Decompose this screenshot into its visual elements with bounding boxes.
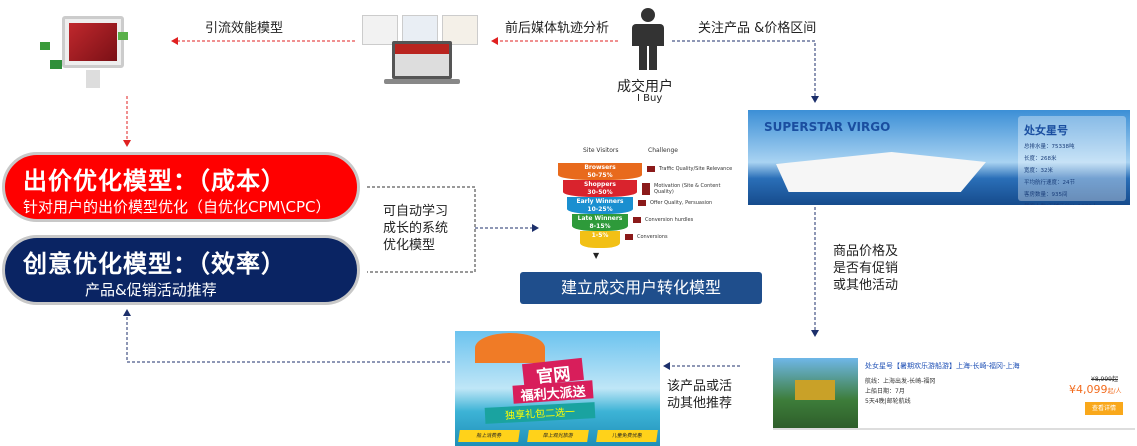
- price-promo-text: 商品价格及 是否有促销 或其他活动: [833, 243, 898, 294]
- bid-model-subtitle: 针对用户的出价模型优化（自优化CPM\CPC）: [23, 198, 331, 216]
- ship-name: 处女星号: [1024, 124, 1068, 137]
- focus-label: 关注产品 &价格区间: [698, 21, 817, 36]
- stage-pct: 10-25%: [587, 206, 613, 213]
- product-listing: 处女星号【暑期欢乐游船游】上海-长崎-福冈-上海 航线：上海出发-长崎-福冈 上…: [773, 358, 1135, 430]
- creative-optimization-model: 创意优化模型：（效率） 产品&促销活动推荐: [2, 235, 360, 305]
- conversion-model-label: 建立成交用户转化模型: [520, 272, 762, 304]
- user-en-label: I Buy: [637, 93, 663, 104]
- text-line: 成长的系统: [383, 221, 449, 236]
- price-value: ¥4,099: [1069, 383, 1108, 396]
- product-thumbnail: [773, 358, 858, 428]
- creative-model-title: 创意优化模型：（效率）: [23, 250, 286, 278]
- stage-name: Late Winners: [577, 215, 623, 222]
- funnel-stage: 1-5%: [580, 231, 620, 248]
- ship-brand: SUPERSTAR VIRGO: [764, 120, 891, 134]
- ship-spec: 总排水量：75338吨: [1024, 144, 1075, 150]
- product-line: 航线：上海出发-长崎-福冈: [865, 378, 936, 385]
- stage-pct: 50-75%: [587, 172, 613, 179]
- auto-learn-text: 可自动学习 成长的系统 优化模型: [383, 203, 448, 254]
- text-line: 动其他推荐: [667, 396, 733, 411]
- media-screenshots-image: [362, 15, 480, 85]
- bid-optimization-model: 出价优化模型：（成本） 针对用户的出价模型优化（自优化CPM\CPC）: [2, 152, 360, 222]
- stage-name: Browsers: [584, 164, 616, 171]
- stage-name: 1-5%: [591, 232, 609, 239]
- view-details-button[interactable]: 查看详情: [1085, 402, 1123, 415]
- stage-pct: 8-15%: [589, 223, 611, 230]
- funnel-note: Motivation (Site & Content Quality): [642, 183, 732, 195]
- product-line: 上船日期：7月: [865, 388, 905, 395]
- funnel-note: Traffic Quality/Site Relevance: [647, 166, 737, 172]
- text-line: 可自动学习: [383, 204, 449, 219]
- stage-name: Early Winners: [576, 198, 624, 205]
- stage-pct: 30-50%: [587, 189, 613, 196]
- funnel-note: Offer Quality, Persuasion: [638, 200, 728, 206]
- ship-spec: 平均航行速度：24节: [1024, 180, 1075, 186]
- traffic-model-label: 引流效能模型: [205, 21, 284, 36]
- user-person-icon: [630, 8, 666, 72]
- price-unit: 起/人: [1107, 388, 1122, 395]
- funnel-top-left: Site Visitors: [583, 147, 619, 154]
- monitor-image: [40, 12, 130, 94]
- ship-banner-image: SUPERSTAR VIRGO 处女星号 总排水量：75338吨长度：268米宽…: [748, 110, 1130, 205]
- promo-sub: 独享礼包二选一: [484, 402, 596, 424]
- user-label: 成交用户: [617, 79, 673, 95]
- funnel-note: Conversions: [625, 234, 715, 240]
- stage-name: Shoppers: [584, 181, 616, 188]
- ship-spec: 载客人数(下铺床位)：1870人: [1024, 202, 1120, 205]
- product-title[interactable]: 处女星号【暑期欢乐游船游】上海-长崎-福冈-上海: [865, 362, 1020, 370]
- ship-spec: 宽度：32米: [1024, 168, 1053, 174]
- old-price: ¥8,999起: [1091, 376, 1118, 383]
- promo-banner-image: 官网 福利大派送 独享礼包二选一 船上消费券岸上观光旅游儿童免费优惠: [455, 331, 660, 446]
- funnel-note: Conversion hurdles: [633, 217, 723, 223]
- creative-model-subtitle: 产品&促销活动推荐: [85, 281, 217, 299]
- ship-spec: 客房数量：935间: [1024, 192, 1068, 198]
- text-line: 商品价格及: [833, 244, 899, 259]
- text-line: 是否有促销: [833, 261, 899, 276]
- other-rec-text: 该产品或活 动其他推荐: [667, 378, 732, 412]
- text-line: 或其他活动: [833, 278, 899, 293]
- text-line: 优化模型: [383, 238, 436, 253]
- funnel-top-right: Challenge: [648, 147, 678, 154]
- ship-spec: 长度：268米: [1024, 156, 1057, 162]
- promo-button[interactable]: 船上消费券: [458, 430, 520, 442]
- bid-model-title: 出价优化模型：（成本）: [23, 167, 286, 195]
- product-line: 5天4晚|邮轮航线: [865, 398, 911, 405]
- ship-specs: 总排水量：75338吨长度：268米宽度：32米平均航行速度：24节客房数量：9…: [1024, 142, 1120, 205]
- price: ¥4,099起/人: [1069, 383, 1122, 398]
- media-track-label: 前后媒体轨迹分析: [505, 21, 610, 36]
- promo-button[interactable]: 儿童免费优惠: [596, 430, 658, 442]
- promo-button[interactable]: 岸上观光旅游: [527, 430, 589, 442]
- text-line: 该产品或活: [667, 379, 733, 394]
